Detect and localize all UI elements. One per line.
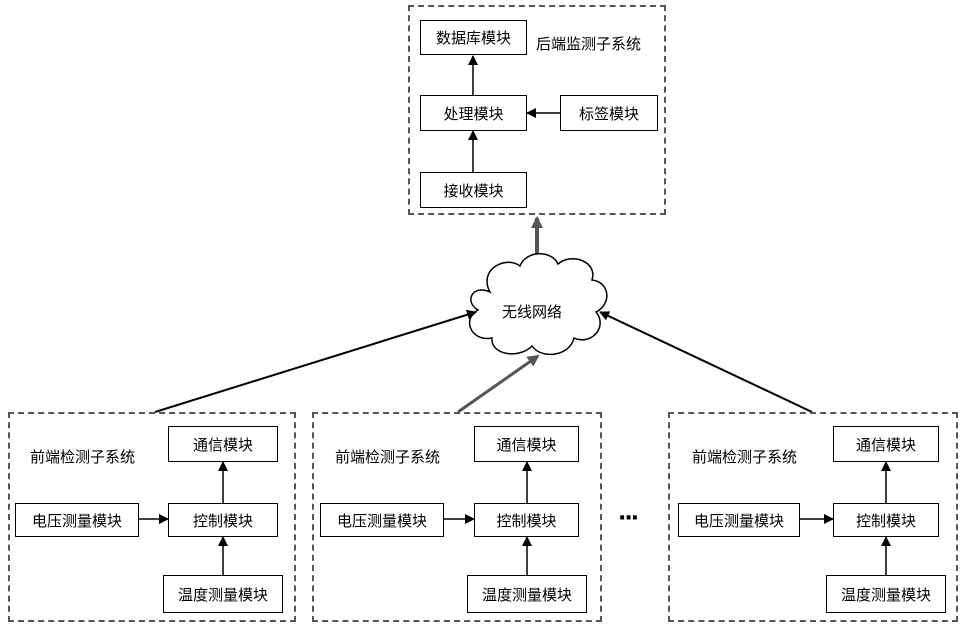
receive-module: 接收模块 <box>420 172 527 208</box>
f2-comm-module: 通信模块 <box>474 426 579 462</box>
f2-voltage-module: 电压测量模块 <box>320 503 444 537</box>
arrow-frontend1-to-network <box>155 312 476 412</box>
f2-temperature-module: 温度测量模块 <box>467 575 587 613</box>
database-module: 数据库模块 <box>420 20 527 55</box>
f2-control-module: 控制模块 <box>474 503 579 537</box>
f1-voltage-module: 电压测量模块 <box>15 503 139 537</box>
f1-temperature-module: 温度测量模块 <box>163 575 283 613</box>
f3-temperature-module: 温度测量模块 <box>826 575 946 613</box>
arrow-frontend2-to-network <box>458 356 538 412</box>
f3-comm-module: 通信模块 <box>833 426 939 462</box>
f3-control-module: 控制模块 <box>833 503 939 537</box>
process-module: 处理模块 <box>420 95 527 131</box>
frontend-subsystem-3-title: 前端检测子系统 <box>692 446 797 467</box>
network-label: 无线网络 <box>502 301 562 322</box>
arrow-frontend3-to-network <box>600 312 812 412</box>
ellipsis: ··· <box>618 506 637 531</box>
tag-module: 标签模块 <box>560 95 658 131</box>
frontend-subsystem-2-title: 前端检测子系统 <box>335 446 440 467</box>
frontend-subsystem-1-title: 前端检测子系统 <box>30 446 135 467</box>
f1-comm-module: 通信模块 <box>168 426 278 462</box>
f3-voltage-module: 电压测量模块 <box>678 503 800 537</box>
f1-control-module: 控制模块 <box>168 503 278 537</box>
backend-subsystem-title: 后端监测子系统 <box>536 33 641 54</box>
